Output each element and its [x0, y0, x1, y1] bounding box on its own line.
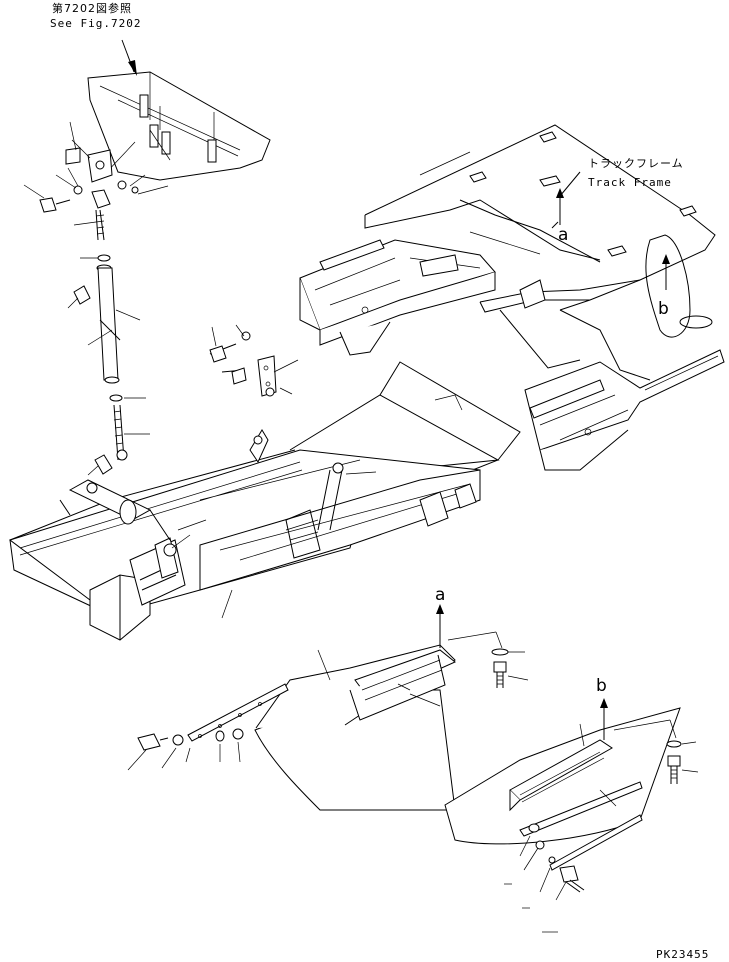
callout-b-bottom-arrow	[600, 698, 608, 740]
callout-b-bottom-label: b	[596, 676, 607, 696]
see-fig-arrow	[121, 39, 137, 76]
upper-beam-assembly	[87, 71, 271, 181]
drawing-number: PK23455	[656, 948, 710, 961]
see-fig-note-english: See Fig.7202	[50, 17, 142, 30]
track-frame-arrow	[556, 171, 581, 225]
small-hardware-parts	[23, 121, 169, 476]
callout-a-top-arrow	[551, 221, 559, 229]
lower-left-cover	[127, 631, 529, 811]
callout-a-top-label: a	[558, 225, 569, 245]
lower-right-cover	[444, 707, 699, 933]
track-frame-label-japanese: トラックフレーム	[588, 157, 684, 170]
hopper-conveyor-body	[8, 324, 521, 641]
see-fig-note-japanese: 第7202図参照	[52, 2, 132, 15]
callout-a-bottom-arrow	[436, 604, 444, 648]
callout-a-bottom-label: a	[435, 585, 446, 605]
track-frame	[299, 124, 725, 471]
track-frame-label-english: Track Frame	[588, 176, 672, 189]
callout-b-top-arrow	[662, 254, 670, 290]
callout-b-top-label: b	[658, 299, 669, 319]
